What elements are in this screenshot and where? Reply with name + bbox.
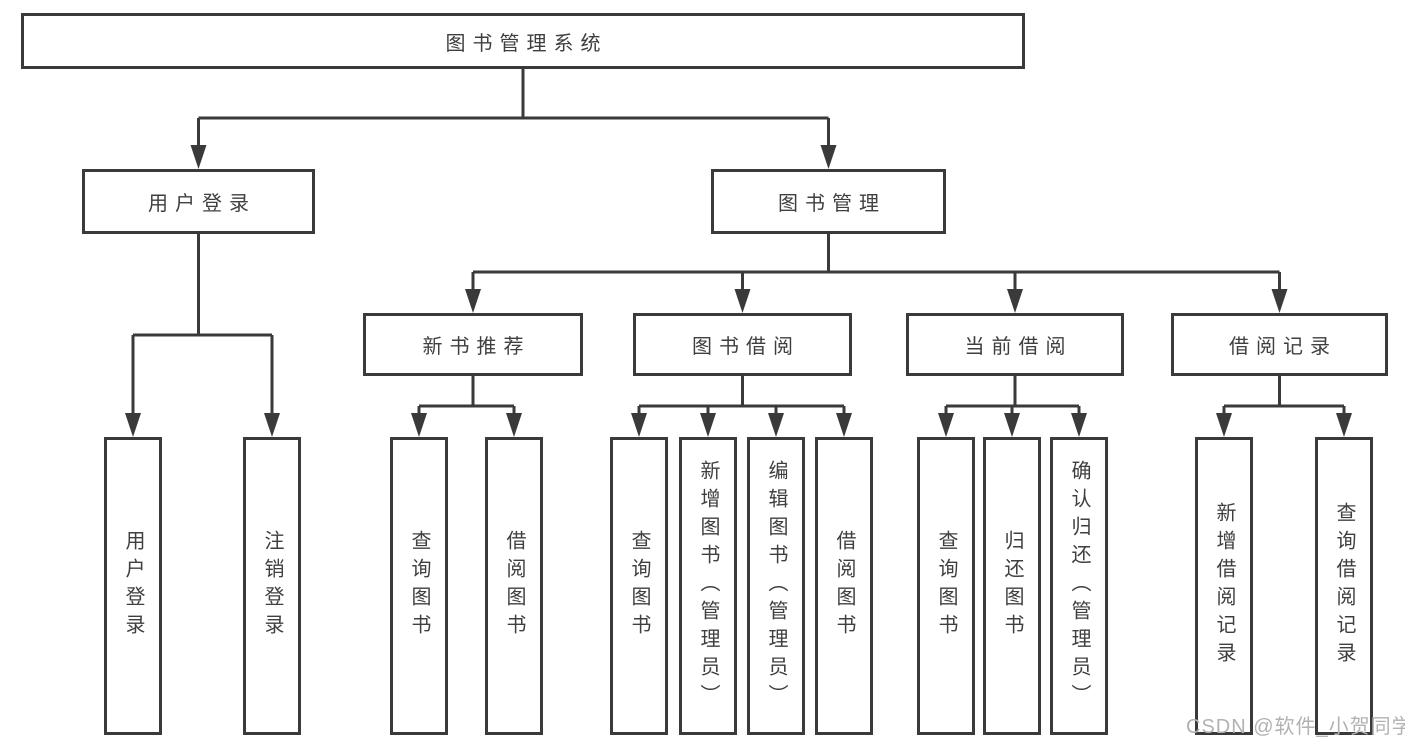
wire <box>637 376 846 418</box>
node-label: 当前借阅 <box>964 336 1073 358</box>
arrowhead <box>264 413 280 437</box>
wire <box>417 376 516 418</box>
arrowhead <box>506 413 522 437</box>
node-label: 图书借阅 <box>692 336 800 358</box>
node-label: 新增借阅记录 <box>1213 502 1235 670</box>
node-current-borrowing: 当前借阅 <box>906 313 1124 376</box>
arrowhead <box>734 289 751 313</box>
arrowhead <box>411 413 427 437</box>
arrowhead <box>1071 413 1087 437</box>
arrowhead <box>465 289 481 313</box>
node-label: 图书管理 <box>778 193 886 215</box>
arrowhead <box>1216 413 1232 437</box>
leaf-br-add-record: 新增借阅记录 <box>1195 437 1253 735</box>
arrowhead <box>631 413 647 437</box>
node-label: 图书管理系统 <box>445 32 608 55</box>
wire <box>1222 376 1346 418</box>
node-label: 用户登录 <box>122 530 144 642</box>
connector-root-to-level2 <box>190 69 837 169</box>
arrowhead <box>1271 289 1288 313</box>
node-label: 查询图书 <box>408 530 430 642</box>
node-label: 新书推荐 <box>422 336 531 358</box>
node-label: 新增图书（管理员） <box>697 460 719 712</box>
node-root: 图书管理系统 <box>21 13 1025 69</box>
wire <box>197 69 830 150</box>
arrowhead <box>820 145 837 169</box>
node-label: 查询图书 <box>935 530 957 642</box>
node-book-management: 图书管理 <box>711 169 946 234</box>
leaf-cb-return-books: 归还图书 <box>983 437 1041 735</box>
leaf-cb-confirm-return-admin: 确认归还（管理员） <box>1050 437 1108 735</box>
leaf-bb-borrow-books: 借阅图书 <box>815 437 873 735</box>
node-book-borrowing: 图书借阅 <box>633 313 852 376</box>
leaf-br-query-record: 查询借阅记录 <box>1315 437 1373 735</box>
node-label: 借阅图书 <box>503 530 525 642</box>
arrowhead <box>700 413 716 437</box>
node-label: 确认归还（管理员） <box>1068 460 1090 712</box>
connector-borrowing-records-to-leaves <box>1216 376 1352 437</box>
node-label: 归还图书 <box>1001 530 1023 642</box>
arrowhead <box>190 145 207 169</box>
wire <box>131 234 274 418</box>
arrowhead <box>1007 289 1023 313</box>
leaf-nb-borrow-books: 借阅图书 <box>485 437 543 735</box>
node-label: 查询图书 <box>628 530 650 642</box>
arrowhead <box>768 413 784 437</box>
leaf-user-login: 用户登录 <box>104 437 162 735</box>
node-label: 借阅记录 <box>1229 336 1337 358</box>
arrowhead <box>836 413 852 437</box>
leaf-bb-query-books: 查询图书 <box>610 437 668 735</box>
arrowhead <box>1336 413 1352 437</box>
leaf-cb-query-books: 查询图书 <box>917 437 975 735</box>
connector-book-borrowing-to-leaves <box>631 376 852 437</box>
node-label: 编辑图书（管理员） <box>765 460 787 712</box>
wire <box>944 376 1081 418</box>
leaf-bb-edit-book-admin: 编辑图书（管理员） <box>747 437 805 735</box>
node-label: 查询借阅记录 <box>1333 502 1355 670</box>
arrowhead <box>125 413 141 437</box>
leaf-bb-add-book-admin: 新增图书（管理员） <box>679 437 737 735</box>
node-label: 借阅图书 <box>833 530 855 642</box>
node-label: 用户登录 <box>148 193 256 215</box>
csdn-watermark: CSDN @软件_小贺同学 <box>1186 716 1405 738</box>
node-user-login: 用户登录 <box>82 169 315 234</box>
leaf-logout: 注销登录 <box>243 437 301 735</box>
arrowhead <box>1004 413 1020 437</box>
connector-book-management-to-level3 <box>465 234 1288 313</box>
node-label: 注销登录 <box>261 530 283 642</box>
arrowhead <box>938 413 954 437</box>
connector-current-borrowing-to-leaves <box>938 376 1087 437</box>
leaf-nb-query-books: 查询图书 <box>390 437 448 735</box>
node-new-book-recommend: 新书推荐 <box>363 313 583 376</box>
connector-user-login-to-leaves <box>125 234 280 437</box>
node-borrowing-records: 借阅记录 <box>1171 313 1388 376</box>
connector-new-book-recommend-to-leaves <box>411 376 522 437</box>
wire <box>471 234 1281 294</box>
